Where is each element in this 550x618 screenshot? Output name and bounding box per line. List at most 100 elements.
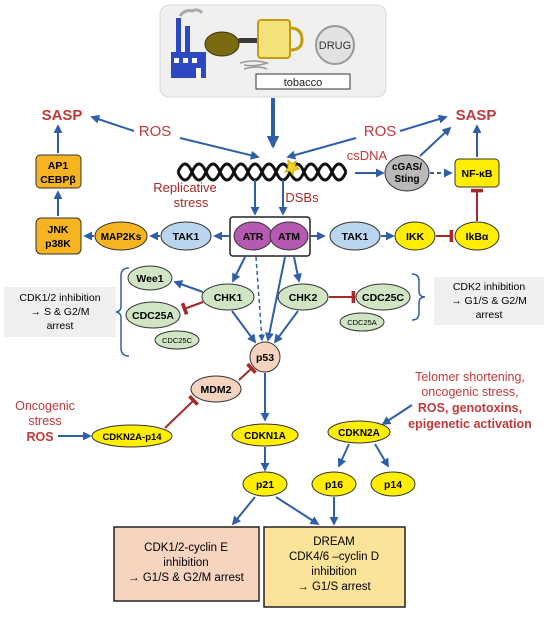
p21-to-cdk12-arrow (231, 496, 256, 526)
outcome-right-line3: inhibition (311, 566, 356, 578)
cdc25c-small-label: CDC25C (162, 336, 193, 345)
outcome-left-line1: CDK1/2-cyclin E (144, 542, 228, 554)
oncogenic-stress-label-2: stress (28, 414, 61, 428)
cigarette-icon: tobacco (239, 60, 351, 90)
jnk-p38k-node (35, 217, 82, 255)
telomer-label-3: ROS, genotoxins, (418, 401, 522, 415)
ros-right-to-dna-arrow (286, 137, 357, 160)
cebpb-label: CEBPβ (40, 174, 76, 186)
tak1-left-label: TAK1 (173, 231, 200, 243)
p38k-label: p38K (45, 238, 71, 250)
mdm2-label: MDM2 (201, 384, 232, 396)
atm-label: ATM (278, 231, 300, 243)
atr-label: ATR (243, 231, 264, 243)
ros-right-to-sasp-arrow (399, 114, 448, 132)
ros-left-label: ROS (139, 123, 172, 140)
telomer-label-4: epigenetic activation (408, 417, 532, 431)
telomer-label-2: oncogenic stress, (421, 385, 518, 399)
wee1-node (127, 265, 173, 291)
cdc25c-label: CDC25C (362, 292, 404, 304)
beer-mug-icon (257, 19, 304, 59)
ros-left-to-sasp-arrow (90, 115, 135, 132)
cdk2-note-line1: CDK2 inhibition (453, 281, 526, 293)
tak1-right-node (329, 221, 381, 251)
cdkn1a-label: CDKN1A (244, 431, 286, 442)
atm-node (269, 221, 309, 251)
replicative-stress-label-1: Replicative (153, 180, 217, 195)
outcome-right-line2: CDK4/6 –cyclin D (289, 551, 379, 563)
telomer-label-1: Telomer shortening, (415, 370, 525, 384)
atm-to-chk2-arrow (293, 256, 302, 283)
cdk12-inhibition-note (4, 287, 116, 337)
outcome-left-line2: inhibition (163, 557, 208, 569)
chk1-to-p53-arrow (231, 310, 257, 344)
cdkn2a-p14-label: CDKN2A-p14 (102, 432, 162, 443)
jnk-label: JNK (47, 224, 68, 236)
mdm2-inhibits-p53 (238, 362, 257, 381)
cdkn2a-to-p16-arrow (337, 443, 350, 468)
replicative-stress-label-2: stress (174, 195, 209, 210)
dsbs-label: DSBs (285, 190, 319, 205)
cdc25c-small-node (154, 330, 200, 350)
wee1-label: Wee1 (136, 273, 163, 285)
tak1-right-label: TAK1 (342, 231, 369, 243)
cdkn2a-p14-node (91, 424, 173, 448)
cdk2-note-line3: arrest (476, 309, 503, 321)
tobacco-label: tobacco (284, 77, 323, 89)
cdc25a-small-node (339, 312, 385, 332)
cdkn2a-node (327, 420, 391, 444)
cdc25a-label: CDC25A (132, 310, 174, 322)
chk1-label: CHK1 (214, 292, 243, 304)
tak1-left-node (160, 221, 212, 251)
mdm2-node (190, 375, 242, 403)
sting-label: Sting (395, 174, 420, 185)
cdkn2a-to-p14-arrow (374, 443, 389, 468)
cgas-sting-node (384, 154, 430, 192)
ros-left-to-dna-arrow (179, 137, 260, 160)
cdk12-cyclin-e-box (113, 526, 260, 602)
chk1-to-wee1-arrow (173, 280, 204, 293)
sasp-right-label: SASP (456, 107, 497, 124)
nfkb-node (454, 158, 500, 188)
p53-node (249, 341, 281, 373)
p14-label: p14 (384, 479, 402, 491)
ikk-label: IKK (406, 231, 425, 243)
cgas-to-sasp-arrow (419, 126, 452, 157)
chk2-to-p53-arrow (273, 310, 299, 344)
cdkn2a-label: CDKN2A (338, 428, 380, 439)
p14-node (370, 471, 416, 497)
p16-label: p16 (325, 479, 343, 491)
atm-to-p53-arrow (265, 256, 286, 342)
nfkb-label: NF-κB (462, 168, 493, 180)
chk1-inhibits-cdc25a (180, 301, 204, 316)
telomer-to-cdkn2a-arrow (381, 404, 413, 425)
oncogenic-ros-label: ROS (26, 430, 53, 444)
ap1-cebpb-node (35, 154, 82, 189)
sasp-left-label: SASP (42, 107, 83, 124)
outcome-right-line4: → G1/S arrest (297, 581, 371, 593)
ikba-label: IkBα (466, 231, 489, 243)
cdk12-note-line1: CDK1/2 inhibition (19, 292, 100, 304)
ap1-label: AP1 (48, 160, 69, 172)
outcome-left-line3: → G1/S & G2/M arrest (128, 572, 244, 584)
cdk12-note-line3: arrest (47, 320, 74, 332)
ikk-node (394, 221, 436, 251)
chk1-node (201, 283, 255, 311)
ros-right-label: ROS (364, 123, 397, 140)
dream-cdk46-box (263, 526, 406, 608)
chk2-node (277, 283, 329, 311)
csdna-label: csDNA (347, 148, 388, 163)
drug-pill-icon: DRUG (315, 25, 355, 65)
p21-to-dream-arrow (275, 496, 320, 525)
p53-label: p53 (256, 352, 274, 364)
cdk12-note-line2: → S & G2/M (31, 306, 90, 318)
atr-to-p53-dashed-arrow (255, 256, 265, 342)
cdk2-inhibition-note (434, 277, 544, 325)
cdc25a-small-label: CDC25A (347, 318, 377, 327)
cdc25a-node (125, 301, 181, 329)
cdc25c-node (355, 283, 411, 311)
oncogenic-stress-label-1: Oncogenic (15, 399, 75, 413)
right-bracket (411, 273, 426, 321)
